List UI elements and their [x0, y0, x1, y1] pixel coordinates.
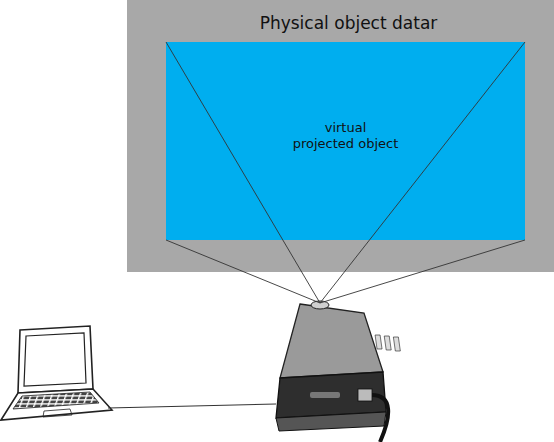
projector-front — [276, 372, 386, 418]
projection-ray — [166, 240, 320, 303]
projector-top — [280, 304, 383, 378]
projection-ray — [320, 42, 525, 303]
surface-label: Physical object datar — [127, 13, 554, 33]
power-socket — [358, 389, 372, 401]
physical-surface: Physical object datar virtual projected o… — [127, 0, 554, 272]
projector-button — [393, 337, 400, 351]
projection-ray — [320, 240, 525, 303]
projector-button — [375, 335, 382, 349]
laptop-touchpad — [43, 409, 72, 417]
projector-button — [384, 336, 391, 350]
laptop-illustration — [1, 326, 112, 420]
projected-area: virtual projected object — [166, 42, 525, 240]
projector-vent — [310, 392, 340, 398]
power-cord — [372, 395, 388, 442]
video-cable — [108, 404, 276, 408]
projector-bottom — [276, 412, 386, 431]
projection-ray — [166, 42, 320, 303]
laptop-keyboard — [13, 392, 99, 409]
laptop-base — [1, 389, 112, 420]
projector-illustration — [276, 301, 400, 442]
object-label: virtual projected object — [292, 120, 399, 152]
laptop-lid — [18, 326, 93, 393]
laptop-screen — [24, 333, 86, 386]
